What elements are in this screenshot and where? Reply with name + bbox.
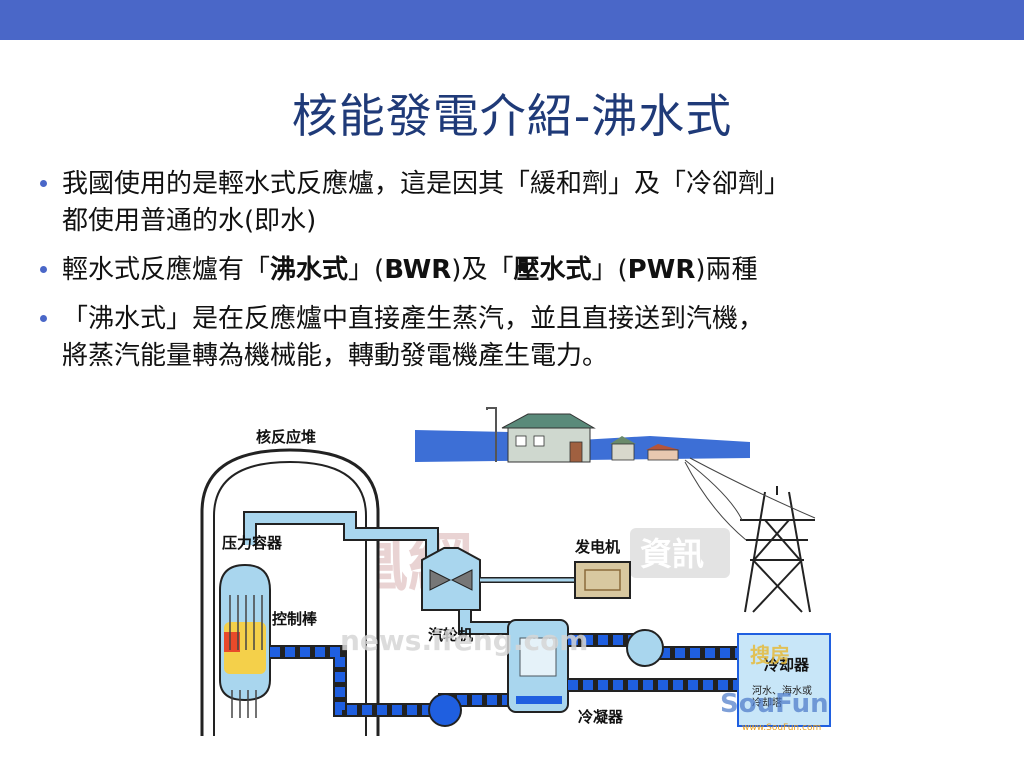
watermark-soufun-url: www.SouFun.com — [742, 723, 821, 733]
bullet-list: 我國使用的是輕水式反應爐，這是因其「緩和劑」及「冷卻劑」 都使用普通的水(即水)… — [40, 166, 1010, 387]
turbine-housing — [421, 547, 481, 611]
text-segment: 」( — [591, 255, 628, 285]
text-segment: 輕水式反應爐有「 — [62, 255, 271, 285]
cooler-note-line1: 河水、海水或 — [752, 684, 812, 697]
condenser-label: 冷凝器 — [578, 708, 624, 726]
cooler-note-line2: 冷却塔 — [752, 696, 782, 709]
watermark-news-url: news.ifeng.com — [340, 624, 589, 657]
watermark-info: 資訊 — [640, 535, 704, 573]
bullet-item: 「沸水式」是在反應爐中直接產生蒸汽，並且直接送到汽機， 將蒸汽能量轉為機械能，轉… — [40, 301, 1010, 375]
bwr-diagram-svg: 凤凰網 資訊 — [200, 407, 831, 736]
bwr-abbrev: BWR — [384, 255, 452, 285]
pwr-abbrev: PWR — [627, 255, 696, 285]
generator-label: 发电机 — [574, 538, 620, 556]
bullet-text-line: 我國使用的是輕水式反應爐，這是因其「緩和劑」及「冷卻劑」 — [62, 169, 791, 199]
bullet-text-line: 「沸水式」是在反應爐中直接產生蒸汽，並且直接送到汽機， — [62, 304, 765, 334]
watermark-soufun-cn: 搜房 — [750, 643, 790, 667]
steam-pipe — [245, 513, 437, 570]
text-segment: 」( — [348, 255, 385, 285]
condenser-tubes — [519, 637, 557, 677]
small-house-icon — [610, 436, 680, 461]
pwr-term: 壓水式 — [513, 255, 592, 285]
cooler-icon — [737, 633, 831, 727]
watermark-soufun: SouFun — [720, 689, 829, 719]
cooling-pump-icon — [626, 629, 664, 667]
bwr-diagram: 凤凰網 資訊 — [190, 400, 840, 736]
text-segment: )及「 — [451, 255, 514, 285]
bullet-dot — [40, 180, 47, 187]
generator-icon — [574, 561, 631, 599]
reactor-core-hot — [224, 632, 240, 652]
bullet-text-line: 輕水式反應爐有「沸水式」(BWR)及「壓水式」(PWR)兩種 — [62, 252, 1010, 289]
pressure-vessel-label: 压力容器 — [222, 534, 283, 552]
bullet-text-line: 將蒸汽能量轉為機械能，轉動發電機產生電力。 — [62, 341, 609, 371]
bullet-dot — [40, 315, 47, 322]
control-rods-label: 控制棒 — [272, 610, 318, 628]
turbine-blade-icon — [450, 569, 473, 591]
street-lamp-icon — [486, 407, 497, 462]
text-segment: )兩種 — [695, 255, 758, 285]
control-rods-icon — [229, 595, 263, 718]
bullet-item: 我國使用的是輕水式反應爐，這是因其「緩和劑」及「冷卻劑」 都使用普通的水(即水) — [40, 166, 1010, 240]
transmission-tower-icon — [740, 486, 815, 613]
house-icon — [501, 413, 596, 463]
feedwater-pump-icon — [428, 693, 462, 727]
bullet-text-line: 都使用普通的水(即水) — [62, 206, 317, 236]
turbine-blade-icon — [429, 569, 452, 591]
cooler-label: 冷却器 — [764, 656, 810, 674]
containment-inner-wall — [213, 460, 367, 736]
top-accent-bar — [0, 0, 1024, 40]
bwr-term: 沸水式 — [270, 255, 349, 285]
bullet-item: 輕水式反應爐有「沸水式」(BWR)及「壓水式」(PWR)兩種 — [40, 252, 1010, 289]
reactor-label: 核反应堆 — [256, 428, 316, 446]
watermark-info-box — [630, 528, 730, 578]
turbine-label: 汽轮机 — [428, 626, 473, 644]
slide-title: 核能發電介紹-沸水式 — [291, 89, 733, 143]
power-lines — [684, 457, 816, 541]
bullet-dot — [40, 266, 47, 273]
generator-coil — [584, 569, 621, 591]
